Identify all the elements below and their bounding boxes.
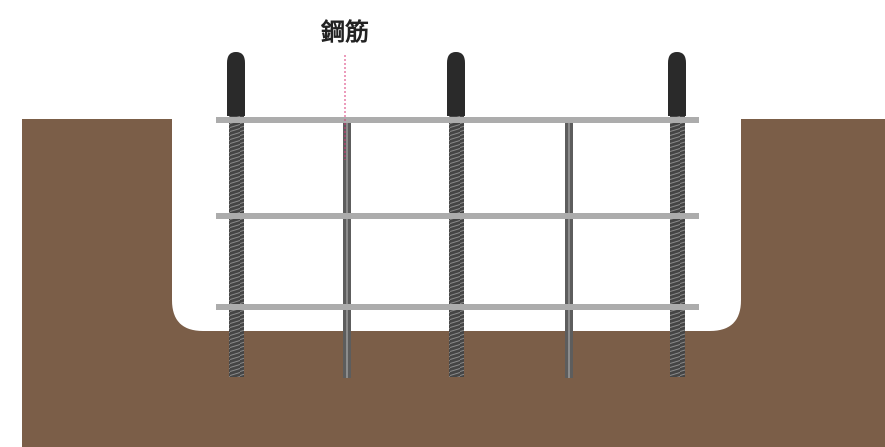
threaded-rod-1 — [229, 112, 244, 377]
horizontal-bars — [216, 117, 699, 310]
rod-cap-2 — [447, 52, 465, 116]
vertical-rods — [227, 52, 686, 378]
threaded-rod-3 — [670, 112, 685, 377]
horizontal-bar-bottom — [216, 304, 699, 310]
rod-cap-1 — [227, 52, 245, 116]
rod-cap-3 — [668, 52, 686, 116]
rebar-label: 鋼筋 — [321, 18, 369, 46]
horizontal-bar-top — [216, 117, 699, 123]
threaded-rod-2 — [449, 112, 464, 377]
horizontal-bar-middle — [216, 213, 699, 219]
